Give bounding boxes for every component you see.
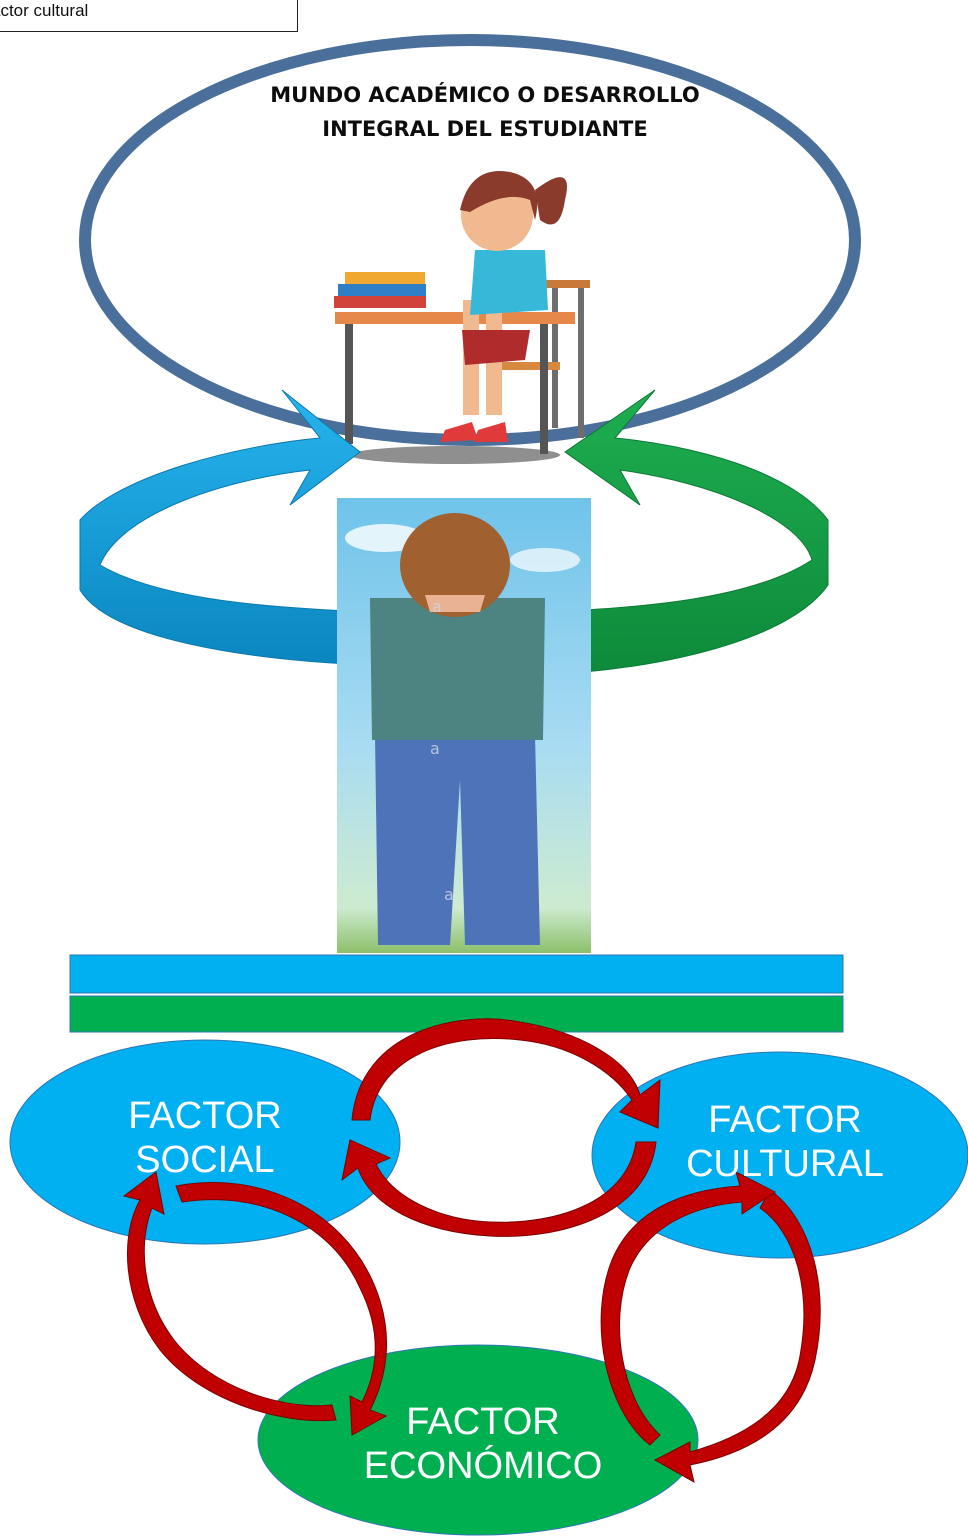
student-desk-illustration — [334, 171, 590, 464]
factor-social-ellipse — [9, 1039, 401, 1245]
factor-economico-line2: ECONÓMICO — [363, 1445, 603, 1487]
diagram-title: MUNDO ACADÉMICO O DESARROLLO INTEGRAL DE… — [200, 78, 770, 146]
blue-wrap-arrow — [79, 389, 371, 666]
factor-cultural-line1: FACTOR — [708, 1099, 862, 1141]
title-line-1: MUNDO ACADÉMICO O DESARROLLO — [270, 83, 700, 107]
factor-social-line2: SOCIAL — [135, 1139, 275, 1181]
factor-social-label: FACTOR SOCIAL — [95, 1094, 315, 1182]
title-line-2: INTEGRAL DEL ESTUDIANTE — [322, 117, 648, 141]
caption-text: actor cultural — [0, 1, 89, 20]
watermark-a-1: a — [432, 597, 442, 616]
caption-box: actor cultural — [0, 0, 298, 32]
person-back-view-photo: a a a — [337, 498, 591, 953]
factor-cultural-line2: CULTURAL — [686, 1143, 884, 1185]
factor-cultural-label: FACTOR CULTURAL — [670, 1098, 900, 1186]
factor-economico-line1: FACTOR — [406, 1401, 560, 1443]
factor-social-line1: FACTOR — [128, 1095, 282, 1137]
cycle-arrows — [122, 1018, 821, 1483]
factor-economico-label: FACTOR ECONÓMICO — [348, 1400, 618, 1488]
blue-bar — [69, 954, 844, 994]
watermark-a-2: a — [430, 739, 440, 758]
watermark-a-3: a — [444, 885, 454, 904]
green-wrap-arrow — [539, 389, 829, 676]
